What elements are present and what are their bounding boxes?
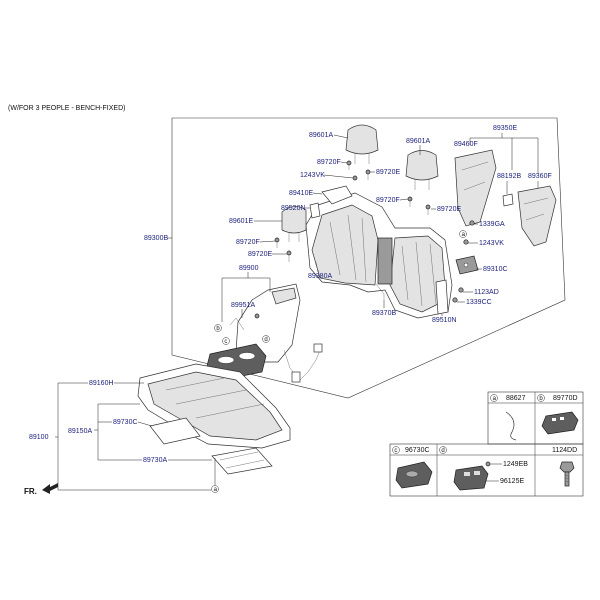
legend-connector-b [541,411,579,435]
label-1243vk-b: 1243VK [479,240,504,247]
legend-module-d [453,465,489,491]
side-cover-89460f [454,149,497,227]
callout-d-armrest [262,335,270,343]
label-89720e-1: 89720E [376,169,400,176]
label-89720e-3: 89720E [248,251,272,258]
label-89150a: 89150A [68,428,92,435]
headrest-1 [345,124,379,155]
label-89720f-3: 89720F [236,239,260,246]
callout-a-cushion [211,485,219,493]
callout-c-armrest [222,337,230,345]
legend-89770d: 89770D [553,395,578,402]
label-89900: 89900 [239,265,259,272]
seat-cushion-top [147,371,283,441]
label-89460f: 89460F [454,141,478,148]
front-direction-label: FR. [24,487,37,496]
legend-96730c: 96730C [405,447,430,454]
seat-back-group-outline [171,117,566,399]
label-1339cc: 1339CC [466,299,492,306]
guide-pins [274,160,431,262]
label-89360f: 89360F [528,173,552,180]
label-89601a-2: 89601A [406,138,430,145]
legend-1124dd: 1124DD [552,447,577,454]
label-89410e: 89410E [289,190,313,197]
armrest-cable [283,349,321,381]
seat-back-left-pad [311,204,379,286]
armrest-top [271,287,297,305]
side-bracket-88192b [502,193,514,207]
label-89520n: 89520N [281,205,306,212]
armrest-connector [313,343,323,353]
legend-callout-b-label: b [539,396,543,402]
legend-callout-c-label: c [394,448,397,454]
back-frame-wire [315,261,385,300]
callout-a-back [459,230,467,238]
cover-89520n-part [309,202,321,219]
label-89951a: 89951A [231,302,255,309]
armrest-connector-2 [291,371,301,383]
headrest-3 [281,206,307,234]
headrest-2 [405,150,439,181]
callout-d-armrest-label: d [264,337,267,343]
legend-callout-d-label: d [441,448,444,454]
label-89601e: 89601E [229,218,253,225]
label-89601a-1: 89601A [309,132,333,139]
label-89310c: 89310C [483,266,508,273]
legend-screw-d [485,461,491,467]
label-89160h: 89160H [89,380,114,387]
legend-callout-b [537,394,545,402]
callout-a-cushion-label: a [214,487,218,493]
legend-callout-a-label: a [493,396,497,402]
label-1123ad: 1123AD [474,289,499,296]
legend-wire-hook [505,411,517,441]
label-89100: 89100 [29,434,49,441]
label-89370b: 89370B [372,310,396,317]
front-direction-arrow [42,483,58,494]
back-pad-89510n [435,279,449,315]
label-89730c: 89730C [113,419,138,426]
callout-c-armrest-label: c [224,339,227,345]
label-89510n: 89510N [432,317,457,324]
label-89720f-2: 89720F [376,197,400,204]
label-89720e-2: 89720E [437,206,461,213]
label-1243vk-a: 1243VK [300,172,325,179]
label-89730a: 89730A [143,457,167,464]
cushion-heater-89730c [149,417,201,445]
legend-callout-d [439,446,447,454]
side-pad-89360f [517,185,557,247]
legend-1249eb: 1249EB [503,461,528,468]
cushion-mat-89730a [211,447,273,475]
armrest-opening [377,237,393,285]
label-1339ga: 1339GA [479,221,505,228]
armrest-sub-bracket [229,317,245,331]
right-fasteners [452,220,475,303]
label-89350e: 89350E [493,125,517,132]
callout-a-back-label: a [462,232,466,238]
legend-88627: 88627 [506,395,526,402]
cover-89410e-part [321,185,353,205]
label-88192b: 88192B [497,173,521,180]
label-89300b: 89300B [144,235,168,242]
seat-back-right-pad [389,235,447,313]
callout-b-armrest [214,324,222,332]
label-89720f-1: 89720F [317,159,341,166]
label-89380a: 89380A [308,273,332,280]
parts-legend-table [389,391,584,497]
armrest-89900 [235,283,301,363]
diagram-title: (W/FOR 3 PEOPLE - BENCH-FIXED) [8,105,125,112]
callout-b-armrest-label: b [216,326,220,332]
legend-callout-a [490,394,498,402]
legend-96125e: 96125E [500,478,524,485]
legend-callout-c [392,446,400,454]
legend-bolt-1124dd [559,461,575,487]
